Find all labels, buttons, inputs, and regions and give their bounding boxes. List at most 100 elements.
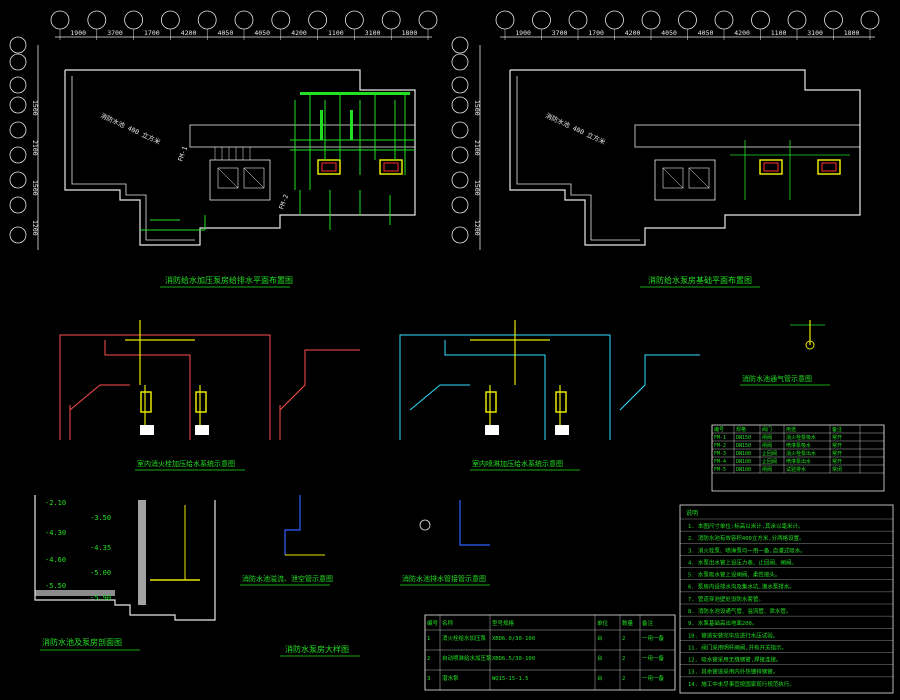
valve-table-cell: 止回阀 bbox=[762, 450, 777, 457]
elevation-label: -4.35 bbox=[90, 544, 111, 552]
note-line: 10. 管道安装完毕应进行水压试验。 bbox=[688, 631, 778, 639]
elevation-label: -4.60 bbox=[45, 556, 66, 564]
elevation-label: -4.30 bbox=[45, 529, 66, 537]
pool-label-right: 消防水池 400 立方米 bbox=[544, 111, 607, 147]
valve-table-cell: 闸阀 bbox=[762, 466, 772, 473]
equip-table-cell: 一用一备 bbox=[642, 634, 665, 642]
equip-table-cell: 2 bbox=[622, 676, 625, 682]
dim-label: 1200 bbox=[31, 220, 39, 236]
note-line: 14. 施工中未尽事宜按国家现行规范执行。 bbox=[688, 680, 795, 688]
note-line: 9. 水泵基础高出地面200。 bbox=[688, 619, 757, 627]
drain-diagrams: 消防水池溢流、泄空管示意图 消防水池排水管接管示意图 消防水泵房大样图 bbox=[240, 495, 490, 657]
valve-table-cell: FM-3 bbox=[714, 451, 726, 457]
grid-bubble bbox=[9, 76, 27, 94]
valve-table-cell: 闸阀 bbox=[762, 442, 772, 449]
system-diagram-right: 室内喷淋加压给水系统示意图 bbox=[399, 320, 700, 471]
valve-table-cell: FM-1 bbox=[714, 435, 726, 441]
valve-table-header: 阀门 bbox=[762, 426, 772, 433]
elevation-label: -2.10 bbox=[45, 499, 66, 507]
valve-table-cell: 常开 bbox=[832, 450, 842, 457]
dim-label: 1100 bbox=[328, 29, 344, 37]
grid-bubble bbox=[451, 171, 469, 189]
valve-table-cell: 常开 bbox=[832, 442, 842, 449]
valve-table-cell: 喷淋泵吸水 bbox=[786, 442, 811, 449]
equip-table-header: 名称 bbox=[442, 619, 454, 627]
note-line: 13. 其余管道采用内外热镀锌钢管。 bbox=[688, 668, 778, 676]
equip-table-cell: 潜水泵 bbox=[442, 674, 459, 682]
grid-bubble bbox=[234, 10, 254, 30]
grid-bubble bbox=[605, 10, 624, 30]
valve-table-header: 备注 bbox=[832, 426, 842, 433]
dim-label: 1500 bbox=[31, 100, 39, 116]
dim-label: 1900 bbox=[515, 29, 531, 37]
equip-table-cell: 台 bbox=[597, 634, 603, 642]
valve-table-cell: DN100 bbox=[736, 459, 751, 465]
valve-table-header: 用途 bbox=[786, 426, 796, 433]
note-line: 3. 消火栓泵、喷淋泵均一用一备,自灌式吸水。 bbox=[688, 546, 806, 554]
dim-label: 1500 bbox=[473, 180, 481, 196]
valve-table-cell: 常闭 bbox=[832, 466, 842, 473]
equip-table-cell: 台 bbox=[597, 674, 603, 682]
valve-table-cell: 消火栓泵吸水 bbox=[786, 434, 816, 441]
note-line: 7. 管道穿池壁处设防水套管。 bbox=[688, 595, 764, 603]
dim-label: 4200 bbox=[625, 29, 641, 37]
plan-title-right: 消防给水泵房基础平面布置图 bbox=[648, 275, 752, 285]
equip-table-cell: 2 bbox=[427, 656, 430, 662]
grid-bubble bbox=[532, 10, 551, 30]
note-line: 5. 水泵吸水管上设闸阀、柔性接头。 bbox=[688, 571, 780, 579]
dim-label: 1200 bbox=[473, 220, 481, 236]
elevation-label: -5.00 bbox=[90, 569, 111, 577]
grid-bubble bbox=[787, 10, 807, 30]
grid-bubble bbox=[271, 10, 291, 30]
equip-table-header: 数量 bbox=[622, 619, 634, 627]
equip-table-cell: WQ15-15-1.5 bbox=[492, 676, 528, 682]
equip-table-cell: 2 bbox=[622, 636, 625, 642]
equip-table-cell: 一用一备 bbox=[642, 674, 665, 682]
valve-table-header: 规格 bbox=[736, 426, 746, 433]
note-line: 6. 泵房内设排水沟及集水坑,潜水泵排水。 bbox=[688, 583, 795, 591]
sys-title-right: 室内喷淋加压给水系统示意图 bbox=[472, 459, 563, 468]
dim-label: 1700 bbox=[588, 29, 604, 37]
grid-bubble bbox=[9, 226, 27, 244]
grid-bubble bbox=[641, 10, 661, 30]
dim-label: 1500 bbox=[31, 180, 39, 196]
grid-bubble bbox=[451, 76, 469, 94]
grid-bubble bbox=[418, 10, 438, 30]
notes-title: 说明 bbox=[686, 509, 698, 517]
dim-label: 1800 bbox=[402, 29, 418, 37]
note-line: 11. 阀门采用明杆闸阀,并有开关指示。 bbox=[688, 643, 787, 651]
valve-table-cell: 闸阀 bbox=[762, 434, 772, 441]
pool-section-title: 消防水池及泵房剖面图 bbox=[42, 637, 122, 647]
elevation-label: -5.50 bbox=[45, 582, 66, 590]
equip-table-header: 备注 bbox=[642, 619, 654, 627]
valve-table-cell: DN100 bbox=[736, 451, 751, 457]
dim-label: 4050 bbox=[218, 29, 234, 37]
valve-table-cell: FM-5 bbox=[714, 467, 726, 473]
equip-table-cell: 1 bbox=[427, 636, 430, 642]
equip-table-cell: 自动喷淋给水加压泵 bbox=[442, 654, 492, 662]
equip-table-header: 型号规格 bbox=[492, 619, 515, 627]
dim-label: 4050 bbox=[698, 29, 714, 37]
dim-label: 3100 bbox=[365, 29, 381, 37]
dim-label: 2100 bbox=[31, 140, 39, 156]
dim-label: 4200 bbox=[181, 29, 197, 37]
valve-table-cell: FM-2 bbox=[714, 443, 726, 449]
grid-bubble bbox=[678, 10, 697, 30]
grid-bubble bbox=[344, 10, 364, 30]
grid-bubble bbox=[197, 10, 217, 30]
note-line: 4. 水泵出水管上设压力表、止回阀、闸阀。 bbox=[688, 558, 797, 566]
equip-table-header: 单位 bbox=[597, 619, 609, 627]
valve-table-cell: DN100 bbox=[736, 467, 751, 473]
grid-bubble bbox=[451, 36, 469, 54]
dim-label: 3700 bbox=[552, 29, 568, 37]
grid-bubble bbox=[9, 96, 27, 114]
dim-label: 3100 bbox=[807, 29, 823, 37]
plan-title-left: 消防给水加压泵房给排水平面布置图 bbox=[165, 275, 293, 285]
valve-table-cell: FM-4 bbox=[714, 459, 726, 465]
grid-bubbles-left-left: 1500 2100 1500 1200 bbox=[9, 36, 39, 244]
elevation-label: -3.50 bbox=[90, 514, 111, 522]
valve-label-left-2: FM-2 bbox=[277, 193, 290, 211]
